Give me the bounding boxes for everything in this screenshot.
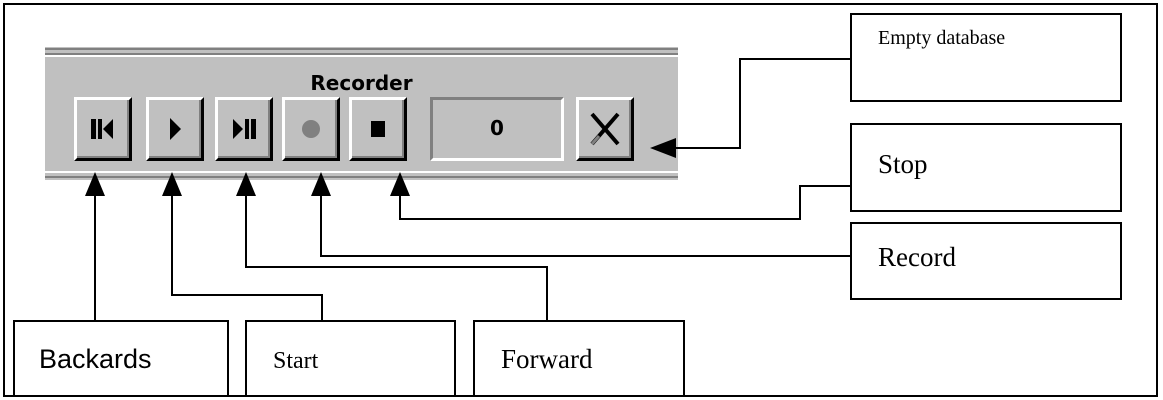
arrowhead-record (311, 172, 331, 196)
connector-stop (399, 185, 850, 220)
arrowhead-start (162, 172, 182, 196)
label-backwards: Backards (13, 320, 229, 397)
record-dot-icon (302, 120, 320, 138)
recorder-toolbar: Recorder (45, 45, 678, 180)
arrowhead-forward (236, 172, 256, 196)
label-empty-database: Empty database (850, 13, 1122, 102)
toolbar-groove (45, 45, 678, 47)
arrowhead-backwards (85, 172, 105, 196)
play-icon (170, 118, 181, 140)
label-start: Start (245, 320, 456, 397)
connector-forward (245, 196, 548, 320)
empty-database-button[interactable] (576, 97, 634, 161)
toolbar-groove (45, 55, 678, 57)
connector-empty-database (676, 58, 850, 149)
toolbar-groove (45, 48, 678, 50)
arrowhead-empty-database (650, 138, 676, 158)
toolbar-groove (45, 171, 678, 173)
skip-back-icon (91, 119, 113, 139)
stop-button[interactable] (349, 97, 407, 161)
stop-square-icon (371, 121, 385, 137)
label-forward: Forward (473, 320, 685, 397)
record-button[interactable] (282, 97, 340, 161)
counter-display: 0 (430, 97, 564, 161)
connector-record (320, 196, 850, 257)
toolbar-groove (45, 176, 678, 178)
toolbar-groove (45, 53, 678, 55)
start-button[interactable] (146, 97, 204, 161)
connector-start (171, 196, 323, 320)
backwards-button[interactable] (74, 97, 132, 161)
recorder-title: Recorder (310, 71, 413, 95)
skip-forward-icon (233, 119, 256, 139)
label-stop: Stop (850, 123, 1122, 212)
arrowhead-stop (390, 172, 410, 196)
forward-button[interactable] (215, 97, 273, 161)
label-record: Record (850, 222, 1122, 300)
x-icon (590, 112, 620, 146)
